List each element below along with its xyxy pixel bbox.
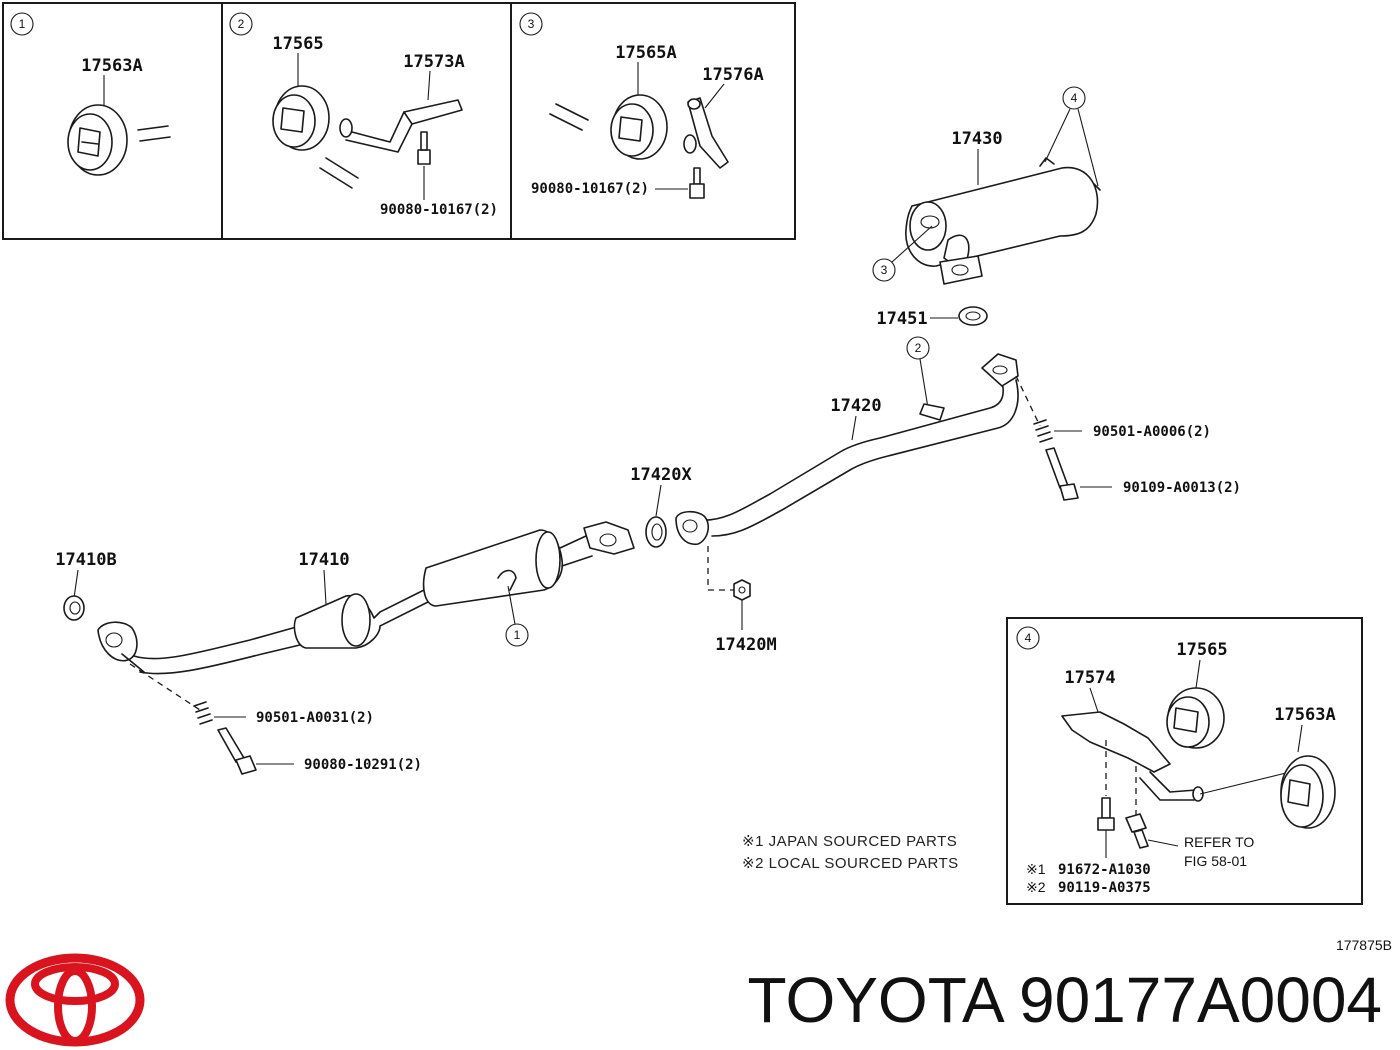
hanger-bracket-icon: [339, 99, 463, 153]
part-label-17576A: 17576A: [702, 65, 763, 85]
part-label-17420M: 17420M: [715, 635, 776, 655]
hanger-bracket-icon: [683, 97, 729, 169]
hanger-pin-icon: [549, 103, 589, 131]
rubber-hanger-icon: [1280, 755, 1336, 829]
part-label-17420: 17420: [830, 396, 881, 416]
hanger-bracket-icon: [1061, 711, 1204, 802]
callout-4: 4: [1025, 631, 1032, 645]
part-label-17565: 17565: [1176, 640, 1227, 660]
refer-fig-text: FIG 58-01: [1184, 853, 1247, 869]
front-pipe-assembly: 17410B 17410 1 9: [55, 521, 635, 775]
part-label-17420X: 17420X: [630, 465, 692, 485]
gasket-icon: [63, 595, 85, 621]
callout-3: 3: [528, 17, 535, 31]
note-mark-2: ※2: [1026, 879, 1046, 895]
bolt-icon: [1125, 813, 1149, 849]
detail-panel-frame: [2, 2, 796, 240]
refer-to-text: REFER TO: [1184, 834, 1254, 850]
muffler-assembly: 4 17430 3 17451: [872, 86, 1101, 329]
bolt-icon: [1045, 447, 1079, 501]
spring-icon: [193, 701, 213, 725]
toyota-logo-icon: [5, 953, 145, 1047]
part-label-17565: 17565: [272, 34, 323, 54]
exhaust-pipe-icon: [675, 353, 1019, 545]
part-label-90080-10167: 90080-10167(2): [380, 202, 498, 218]
part-label-90501-A0031: 90501-A0031(2): [256, 710, 374, 726]
figure-number: 177875B: [1336, 937, 1392, 953]
bolt-icon: [689, 167, 705, 199]
rubber-hanger-icon: [610, 94, 668, 160]
part-label-90080-10291: 90080-10291(2): [304, 757, 422, 773]
muffler-icon: [905, 157, 1101, 285]
callout-1: 1: [514, 628, 521, 642]
hanger-pin-icon: [319, 157, 359, 189]
part-label-17563A: 17563A: [81, 56, 142, 76]
note-mark-1: ※1: [1026, 861, 1046, 877]
note-local-sourced: ※2 LOCAL SOURCED PARTS: [742, 855, 959, 872]
detail-panel-2: 2 17565 17573A 90080-10167(2): [229, 12, 498, 218]
callout-2: 2: [915, 341, 922, 355]
part-label-17410: 17410: [298, 550, 349, 570]
bolt-icon: [1097, 797, 1115, 831]
bolt-icon: [217, 727, 257, 775]
part-label-17430: 17430: [951, 129, 1002, 149]
part-label-17573A: 17573A: [403, 52, 464, 72]
part-label-17574: 17574: [1064, 668, 1115, 688]
part-label-90080-10167: 90080-10167(2): [531, 181, 649, 197]
rubber-hanger-icon: [67, 104, 128, 176]
part-label-90109-A0013: 90109-A0013(2): [1123, 480, 1241, 496]
part-label-17565A: 17565A: [615, 43, 676, 63]
rubber-hanger-icon: [1166, 687, 1225, 749]
gasket-icon: [958, 306, 988, 326]
joint-parts: 17420X 17420M: [630, 465, 776, 655]
part-label-17410B: 17410B: [55, 550, 116, 570]
rubber-hanger-icon: [272, 85, 330, 151]
bolt-icon: [417, 131, 431, 165]
footer-title: TOYOTA 90177A0004: [748, 964, 1383, 1036]
gasket-icon: [645, 516, 667, 548]
detail-panel-frame: [1006, 617, 1363, 905]
catalytic-converter-icon: [97, 521, 635, 675]
callout-3: 3: [881, 263, 888, 277]
hanger-pin-icon: [137, 125, 171, 142]
detail-panel-1: 1 17563A: [10, 12, 171, 176]
exhaust-pipe-assembly: 2 17420 90501-A0006(2) 90109-A0013(2): [675, 336, 1241, 545]
part-label-91672-A1030: 91672-A1030: [1058, 862, 1151, 878]
part-label-17451: 17451: [876, 309, 927, 329]
note-japan-sourced: ※1 JAPAN SOURCED PARTS: [742, 833, 957, 850]
part-label-17563A: 17563A: [1274, 705, 1335, 725]
sourcing-notes: ※1 JAPAN SOURCED PARTS ※2 LOCAL SOURCED …: [742, 833, 959, 872]
detail-panels: [2, 2, 796, 240]
nut-icon: [733, 579, 751, 601]
spring-icon: [1033, 419, 1053, 443]
callout-1: 1: [19, 17, 26, 31]
part-label-90119-A0375: 90119-A0375: [1058, 880, 1151, 896]
part-label-90501-A0006: 90501-A0006(2): [1093, 424, 1211, 440]
detail-panel-3: 3 17565A 17576A 90080-10167(2): [519, 12, 764, 199]
detail-panel-4: 4 17565 17574 17563A: [1006, 617, 1363, 905]
callout-2: 2: [238, 17, 245, 31]
callout-4: 4: [1071, 91, 1078, 105]
